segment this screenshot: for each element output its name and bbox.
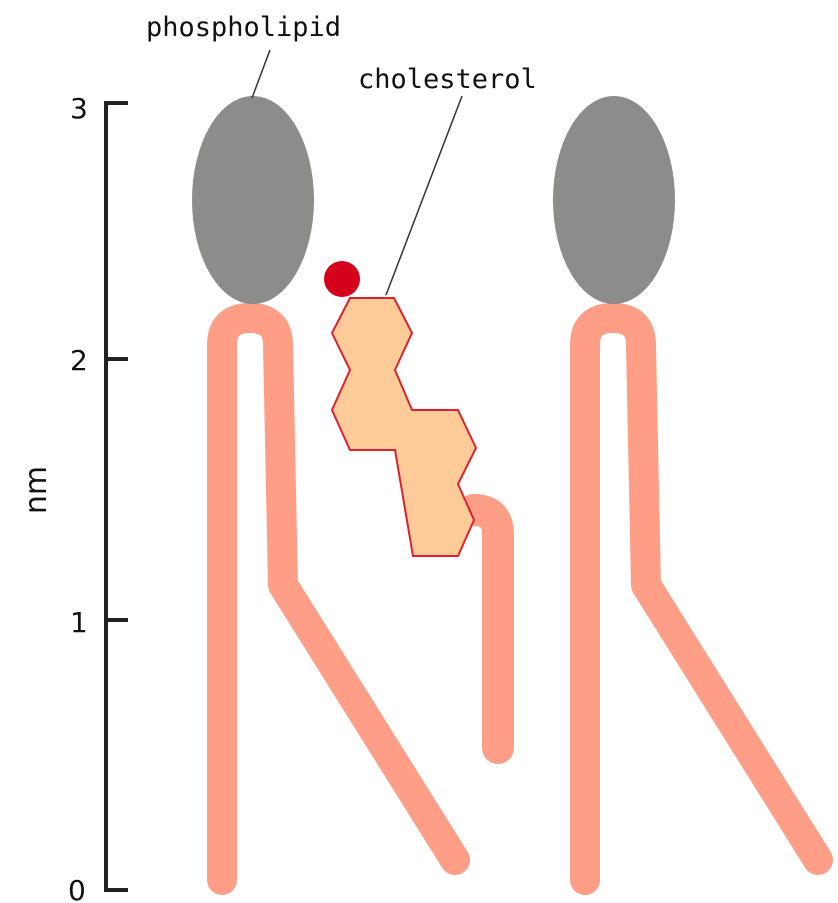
cholesterol-ring-system (332, 298, 476, 556)
cholesterol-tail (474, 510, 498, 748)
phospholipid-right (553, 96, 818, 880)
phospholipid-leader-line (252, 50, 270, 98)
phospholipid-left-head (192, 96, 314, 304)
scale-axis (104, 103, 128, 892)
phospholipid-label: phospholipid (146, 12, 341, 43)
cholesterol-hydroxyl-group (324, 261, 360, 297)
phospholipid-right-tails (585, 318, 818, 880)
tick-label-3: 3 (70, 92, 88, 125)
phospholipid-right-head (553, 96, 675, 304)
axis-title: nm (19, 466, 54, 514)
tick-label-2: 2 (70, 344, 88, 377)
cholesterol-label: cholesterol (358, 64, 537, 95)
cholesterol-leader-line (386, 96, 462, 295)
tick-label-0: 0 (68, 874, 86, 903)
tick-label-1: 1 (70, 606, 88, 639)
